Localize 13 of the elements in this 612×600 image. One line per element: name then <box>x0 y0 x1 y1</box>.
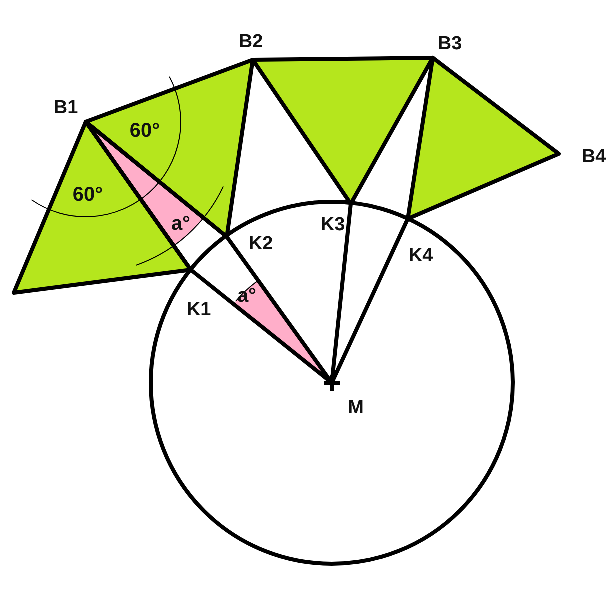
point-label: B2 <box>238 32 264 52</box>
angle-label: a° <box>237 286 257 306</box>
point-label: B4 <box>582 148 606 166</box>
point-label: K4 <box>408 246 434 266</box>
angle-label: 60° <box>130 121 160 141</box>
angle-label: 60° <box>72 185 104 205</box>
point-label: K2 <box>248 234 274 254</box>
point-label: B1 <box>54 98 78 118</box>
angle-label: a° <box>171 214 191 234</box>
point-label: B3 <box>438 34 462 54</box>
point-label: K1 <box>186 300 212 320</box>
point-label: M <box>348 398 364 418</box>
point-label: K3 <box>320 216 346 234</box>
